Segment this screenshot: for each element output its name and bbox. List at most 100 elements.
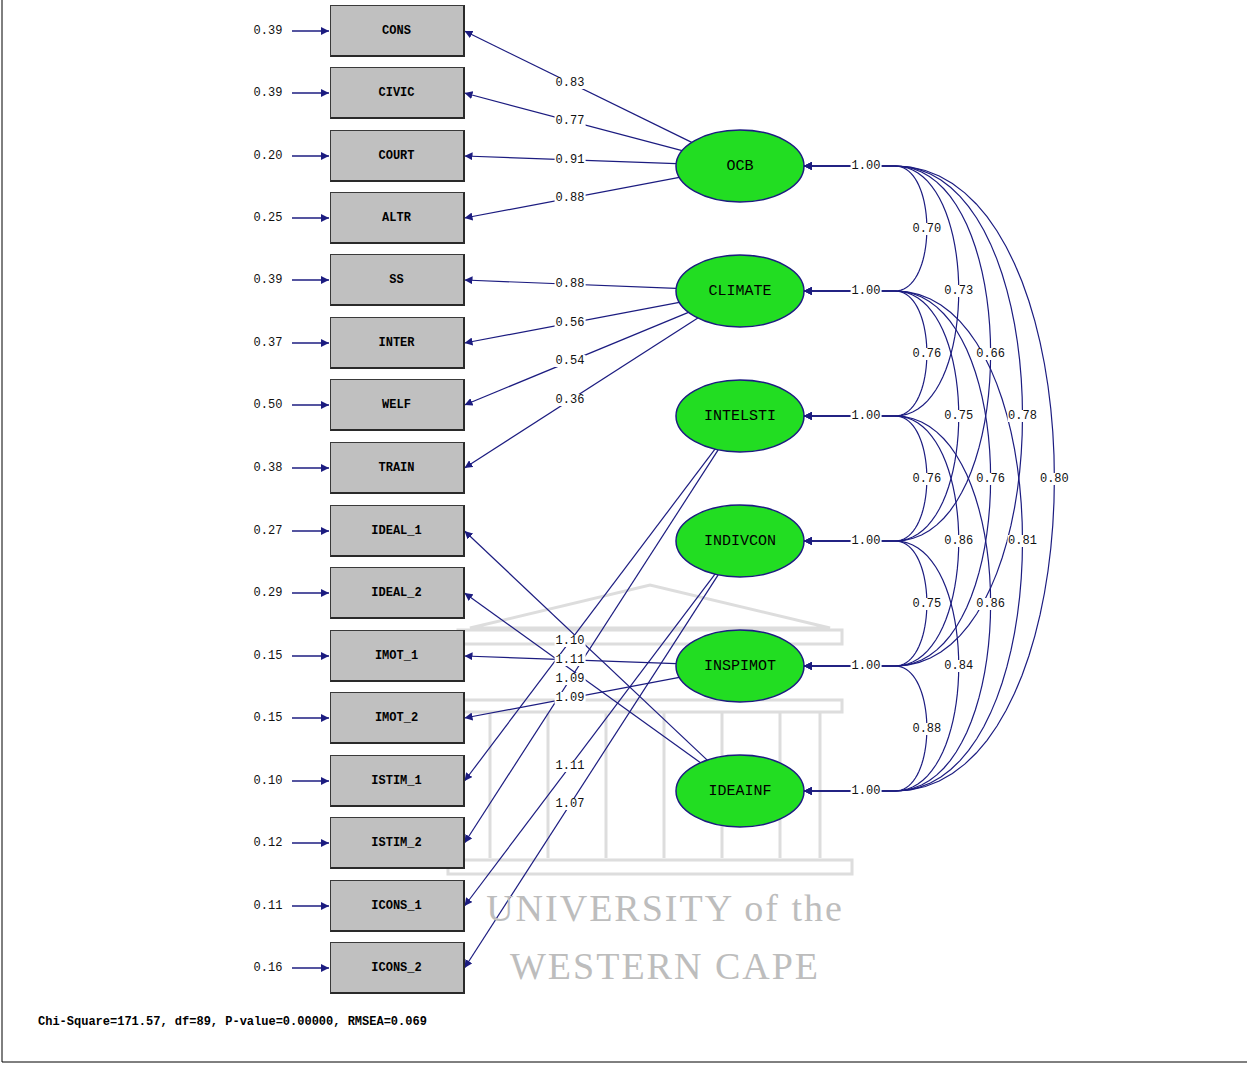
ellipse-shape [676,380,804,452]
observed-variable: ISTIM_2 [330,817,465,869]
loading-value: 0.91 [555,154,586,166]
latent-variance: 1.00 [851,410,882,422]
variable-name: ISTIM_1 [371,774,421,788]
variable-name: CLIMATE [708,283,771,300]
correlation-arrow [804,291,927,416]
variable-name: INDIVCON [704,533,776,550]
error-variance: 0.38 [253,462,284,474]
correlation-arrow [804,291,1023,791]
correlation-arrow [804,541,927,666]
observed-variable: INTER [330,317,465,369]
correlation-value: 0.84 [943,660,974,672]
variable-name: TRAIN [378,461,414,475]
loading-value: 0.36 [555,394,586,406]
variable-name: ICONS_1 [371,899,421,913]
latent-variable: OCB [675,129,805,203]
loading-value: 0.88 [555,192,586,204]
correlation-arrow [804,166,927,291]
error-variance: 0.25 [253,212,284,224]
correlation-arrow [804,666,927,791]
variable-name: IMOT_2 [375,711,418,725]
ellipse-shape [676,630,804,702]
correlation-arrow [804,541,959,791]
correlation-value: 0.76 [911,473,942,485]
latent-variable: INTELSTI [675,379,805,453]
variable-name: SS [389,273,403,287]
correlation-value: 0.66 [975,348,1006,360]
correlation-value: 0.75 [911,598,942,610]
variable-name: INSPIMOT [704,658,776,675]
correlation-arrow [804,166,991,541]
correlation-value: 0.73 [943,285,974,297]
variable-name: IDEAINF [708,783,771,800]
loading-value: 0.77 [555,115,586,127]
latent-variance: 1.00 [851,285,882,297]
loading-value: 0.83 [555,77,586,89]
correlation-value: 0.75 [943,410,974,422]
correlation-value: 0.76 [975,473,1006,485]
variable-name: ICONS_2 [371,961,421,975]
latent-variable: CLIMATE [675,254,805,328]
error-variance: 0.50 [253,399,284,411]
loading-arrow [465,93,683,151]
loading-value: 1.09 [555,673,586,685]
error-variance: 0.20 [253,150,284,162]
error-variance: 0.10 [253,775,284,787]
watermark: UNIVERSITY of the [486,889,844,927]
variable-name: CIVIC [378,86,414,100]
watermark-building [448,585,852,874]
error-arrow [292,31,329,968]
variable-name: CONS [382,24,411,38]
error-variance: 0.39 [253,25,284,37]
latent-variable: INDIVCON [675,504,805,578]
variable-name: IDEAL_2 [371,586,421,600]
loading-value: 1.10 [555,635,586,647]
loading-value: 1.11 [555,654,586,666]
observed-variable: ISTIM_1 [330,755,465,807]
loading-arrow [465,31,692,142]
observed-variable: COURT [330,130,465,182]
loading-arrow [465,177,680,218]
loading-value: 1.09 [555,692,586,704]
ellipse-shape [676,130,804,202]
ellipse-shape [676,255,804,327]
loading-arrow [465,574,715,906]
latent-variable: INSPIMOT [675,629,805,703]
observed-variable: IMOT_1 [330,630,465,682]
observed-variable: WELF [330,379,465,431]
observed-variable: ALTR [330,192,465,244]
correlation-arrow [804,291,991,666]
variable-name: ALTR [382,211,411,225]
error-variance: 0.11 [253,900,284,912]
loading-value: 0.56 [555,317,586,329]
ellipse-shape [676,755,804,827]
fit-statistics: Chi-Square=171.57, df=89, P-value=0.0000… [38,1016,427,1028]
observed-variable: CIVIC [330,67,465,119]
error-variance: 0.16 [253,962,284,974]
latent-variance: 1.00 [851,160,882,172]
correlation-value: 0.81 [1007,535,1038,547]
error-variance: 0.27 [253,525,284,537]
correlation-value: 0.86 [943,535,974,547]
loading-value: 0.54 [555,355,586,367]
variable-name: INTER [378,336,414,350]
latent-variable: IDEAINF [675,754,805,828]
variable-name: ISTIM_2 [371,836,421,850]
error-variance: 0.39 [253,274,284,286]
error-variance: 0.15 [253,650,284,662]
variable-name: IDEAL_1 [371,524,421,538]
loading-arrow [465,302,680,343]
observed-variable: TRAIN [330,442,465,494]
watermark: WESTERN CAPE [510,947,820,985]
correlation-arrow [804,416,991,791]
loading-arrow [465,312,689,405]
loading-arrow [465,318,698,468]
latent-variance: 1.00 [851,785,882,797]
error-variance: 0.39 [253,87,284,99]
correlation-value: 0.70 [911,223,942,235]
loading-value: 0.88 [555,278,586,290]
latent-variance: 1.00 [851,660,882,672]
observed-variable: ICONS_2 [330,942,465,994]
variable-name: INTELSTI [704,408,776,425]
loading-value: 1.07 [555,798,586,810]
